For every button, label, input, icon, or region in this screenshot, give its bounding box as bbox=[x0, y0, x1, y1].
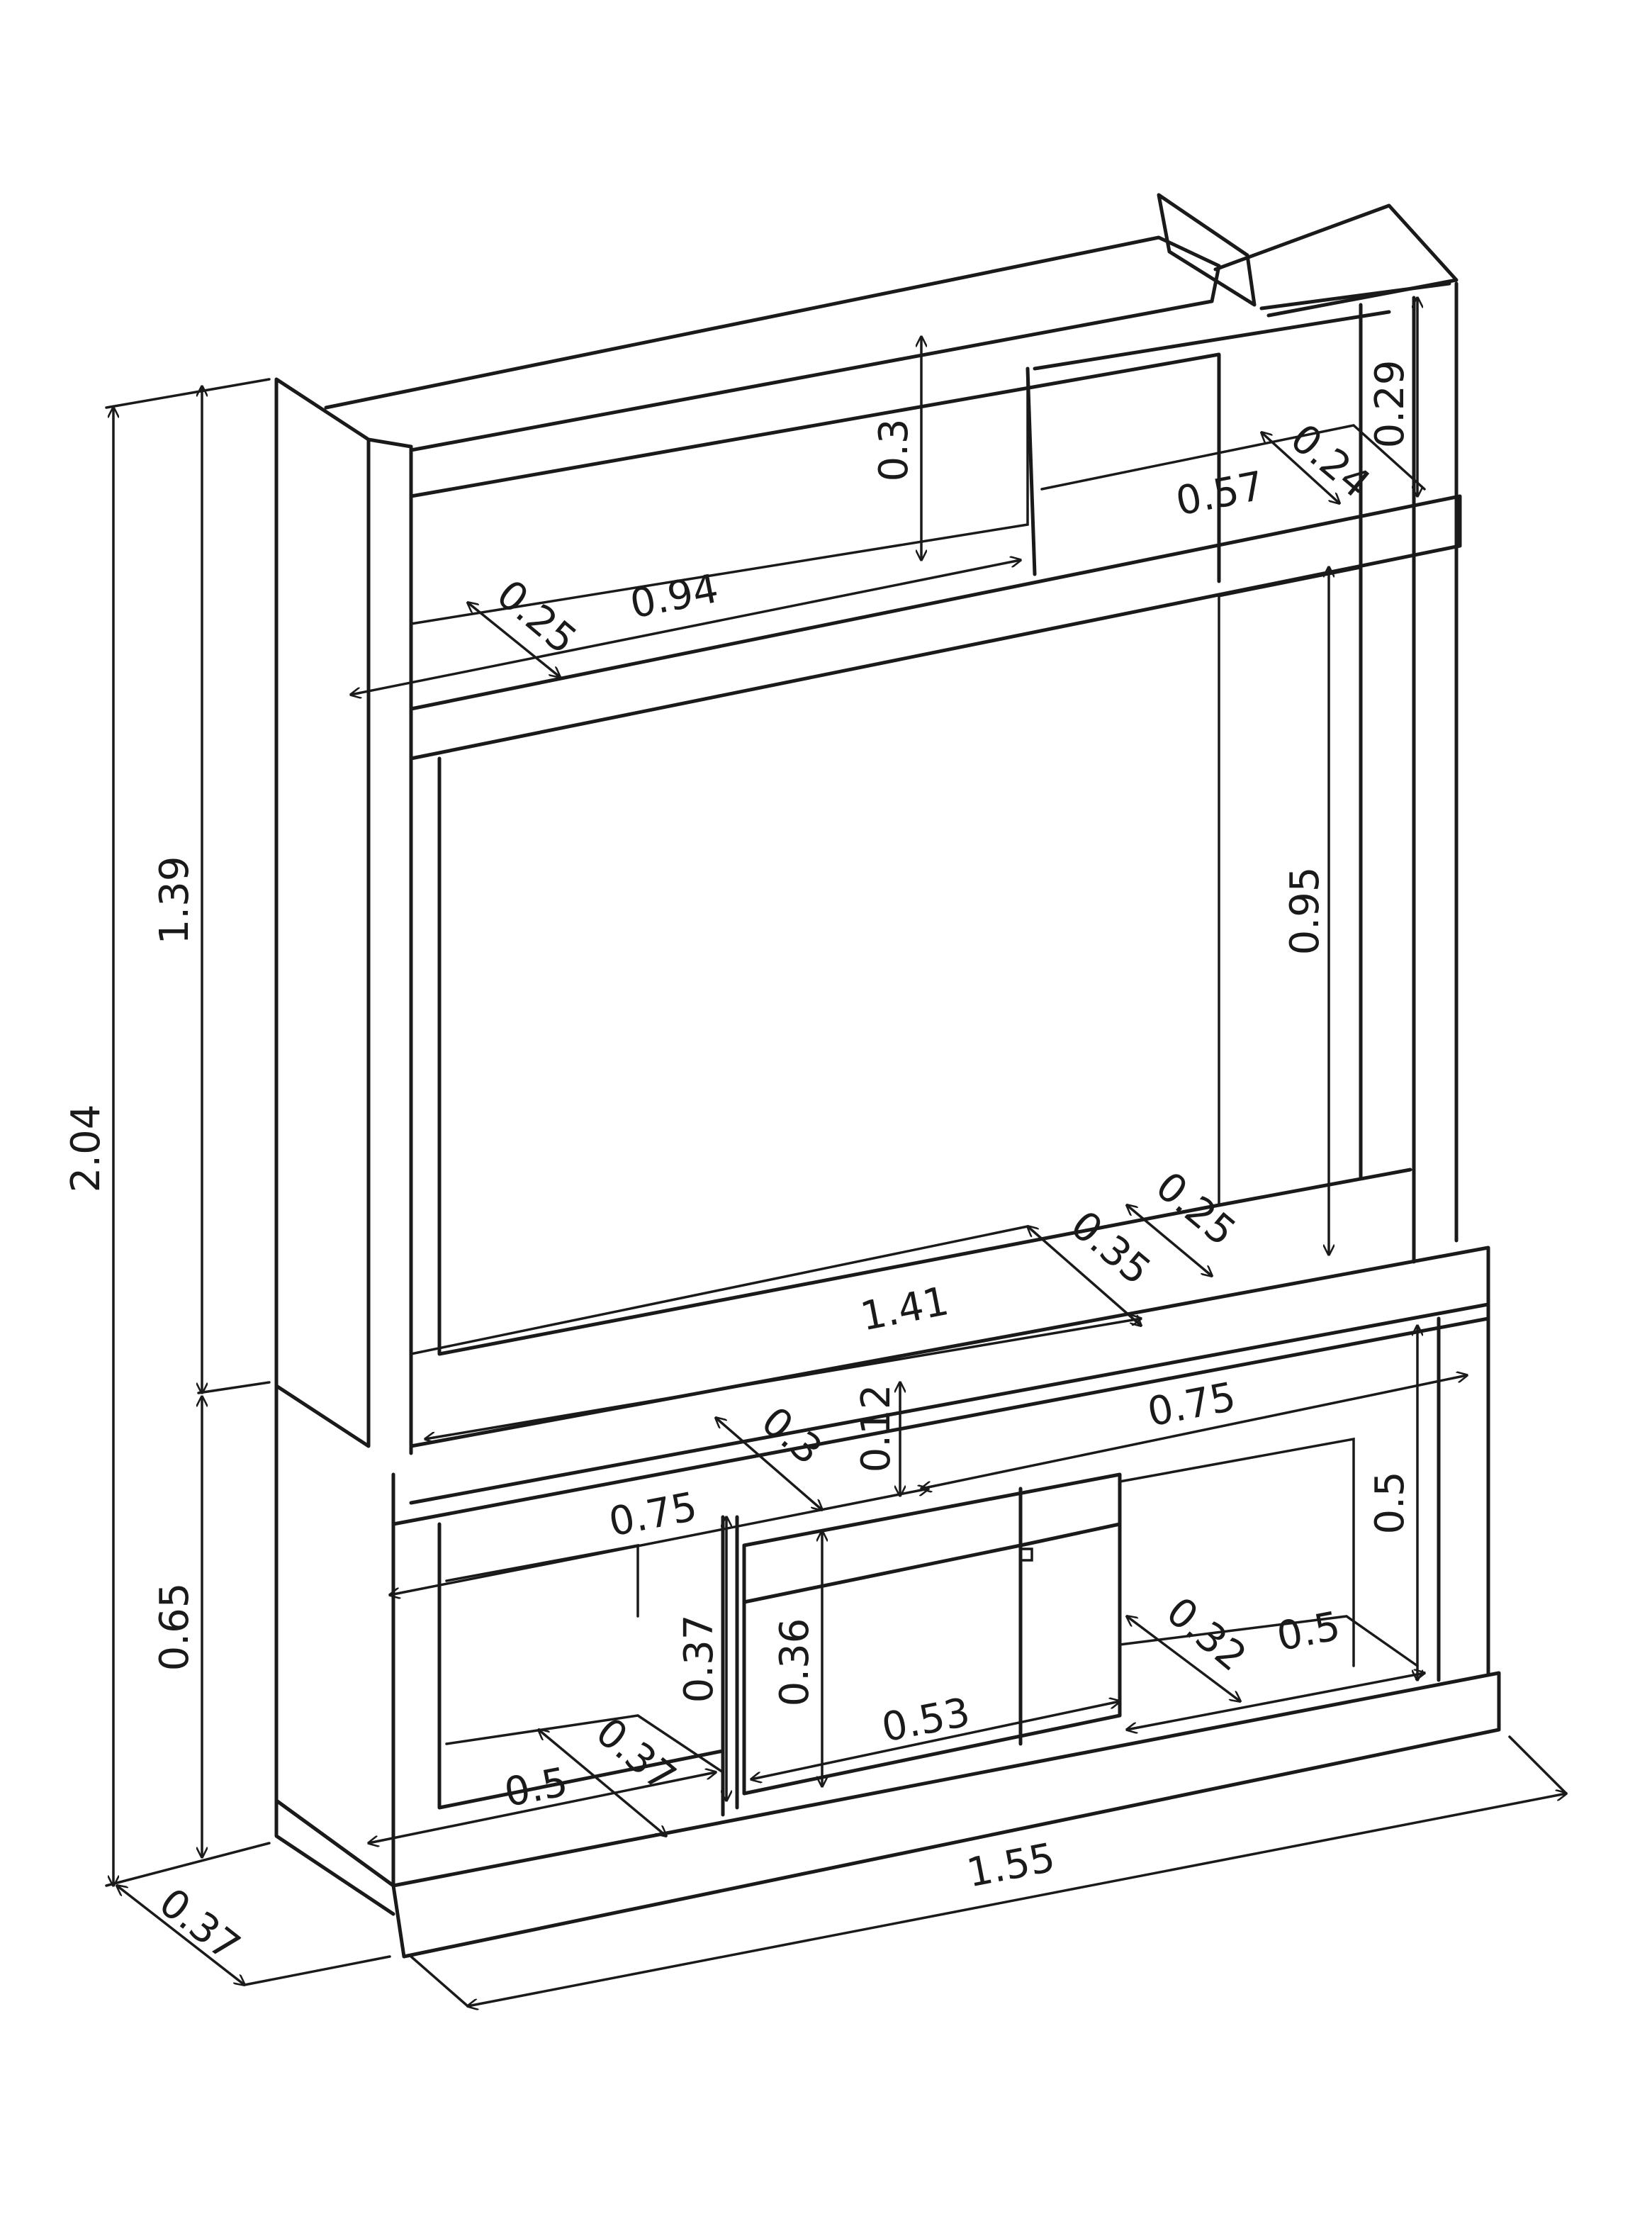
label-top-shelf-width: 0.94 bbox=[626, 566, 722, 628]
label-upper-height: 1.39 bbox=[152, 856, 198, 945]
dim-line-depth bbox=[117, 1886, 245, 1985]
label-tv-niche-depth-right: 0.25 bbox=[1147, 1163, 1244, 1255]
label-drawer-height: 0.12 bbox=[853, 1384, 899, 1473]
label-lower-left-width: 0.5 bbox=[501, 1759, 572, 1816]
label-top-right-width: 0.57 bbox=[1172, 463, 1268, 525]
dim-line-total-width bbox=[468, 1793, 1566, 2006]
label-lower-right-depth: 0.32 bbox=[1157, 1589, 1254, 1681]
dimension-lines bbox=[105, 298, 1566, 2006]
label-drawer-depth: 0.3 bbox=[753, 1398, 831, 1474]
label-top-right-height: 0.29 bbox=[1367, 360, 1413, 449]
label-depth: 0.37 bbox=[150, 1879, 248, 1970]
label-lower-height: 0.65 bbox=[152, 1583, 198, 1672]
label-total-height: 2.04 bbox=[63, 1104, 109, 1193]
label-lower-left-height: 0.37 bbox=[676, 1615, 722, 1703]
label-tv-niche-width: 1.41 bbox=[857, 1278, 953, 1341]
label-tv-niche-height: 0.95 bbox=[1282, 867, 1328, 956]
label-lower-right-height: 0.5 bbox=[1367, 1471, 1413, 1534]
label-total-width: 1.55 bbox=[963, 1835, 1059, 1897]
label-tv-niche-depth-mid: 0.35 bbox=[1062, 1202, 1159, 1294]
label-door-height: 0.36 bbox=[772, 1618, 818, 1707]
label-door-width: 0.53 bbox=[878, 1689, 974, 1752]
label-top-shelf-height: 0.3 bbox=[871, 418, 917, 481]
label-lower-right-width: 0.5 bbox=[1274, 1603, 1344, 1660]
